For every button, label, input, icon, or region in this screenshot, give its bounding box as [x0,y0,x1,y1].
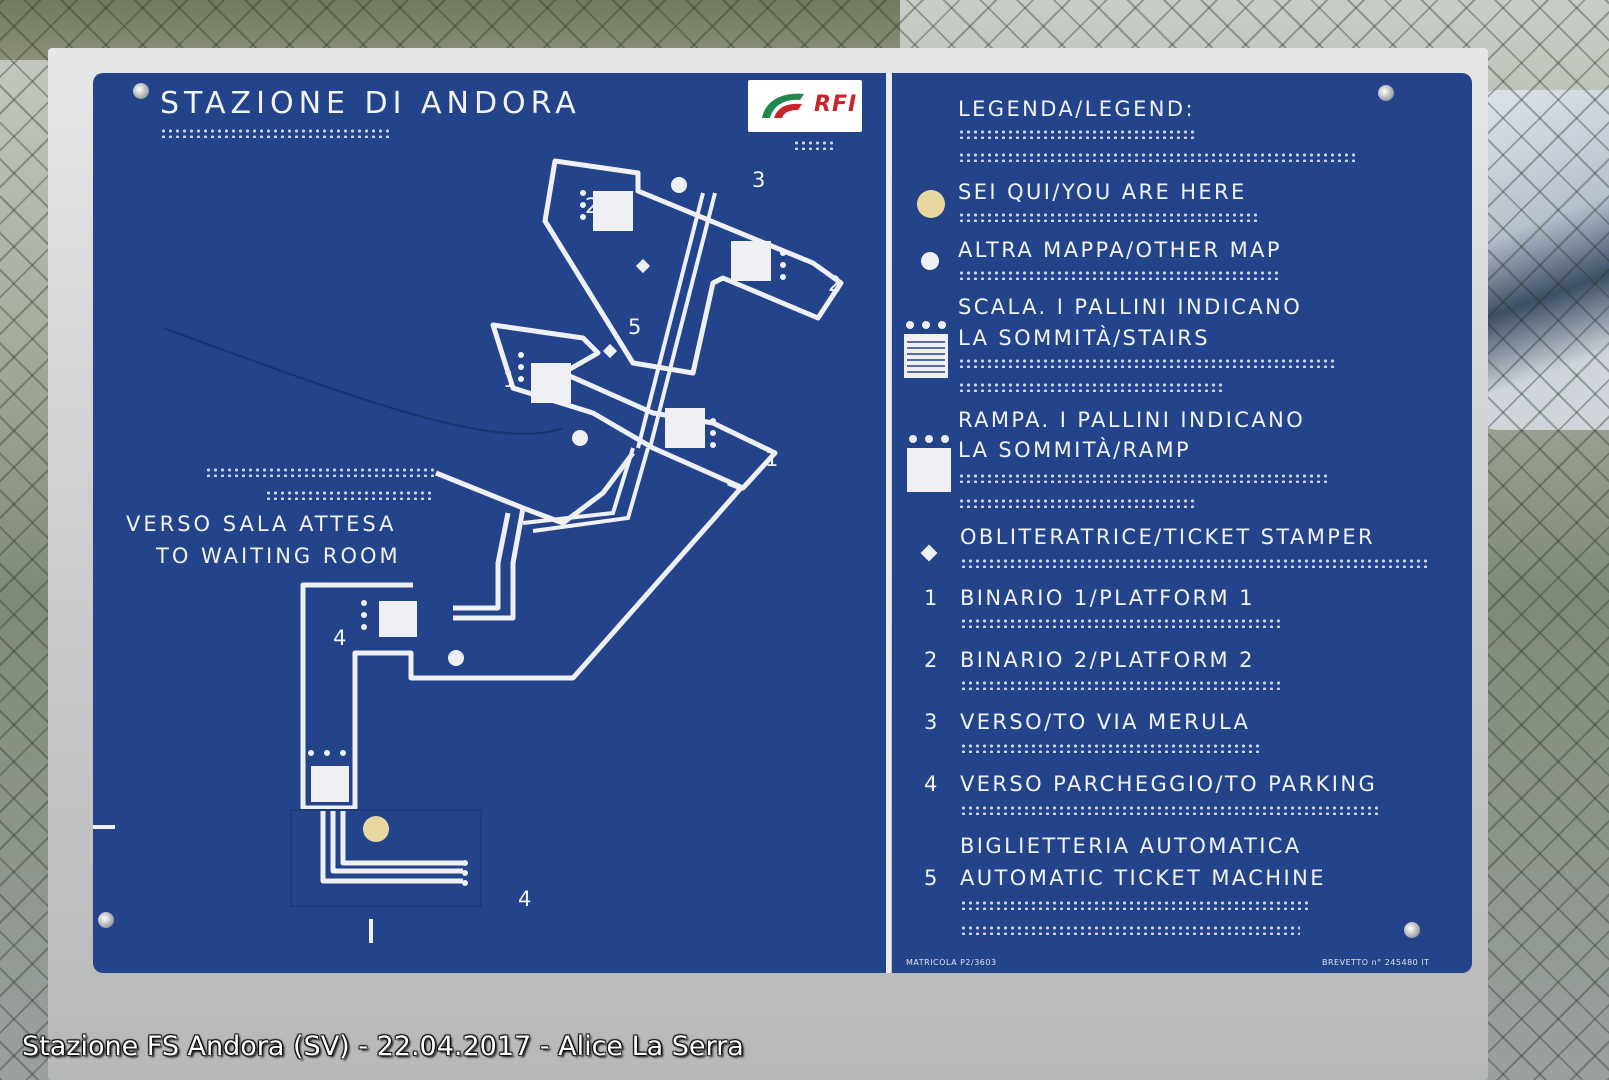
braille-legend [958,212,1258,222]
braille-legend [960,900,1310,910]
ramp-block [311,766,349,802]
underpass-path [453,507,526,621]
platform-outline-long [300,480,744,811]
brevetto-label: BREVETTO n° 245480 IT [1322,958,1430,967]
waiting-room-label-it: VERSO SALA ATTESA [126,512,397,536]
matricola-label: MATRICOLA P2/3603 [906,958,997,967]
braille-legend [960,743,1260,753]
map-number-4: 4 [518,887,535,911]
screw-icon [98,912,114,928]
tactile-station-map [93,158,844,943]
legend-ramp-line1: RAMPA. I PALLINI INDICANO [958,408,1306,432]
map-number-3: 3 [752,168,769,192]
legend-stairs-line2: LA SOMMITÀ/STAIRS [958,326,1210,350]
braille-label [265,490,435,500]
braille-title [160,128,390,138]
map-number-2: 2 [828,272,845,296]
diamond-icon [635,258,651,274]
legend-ticket-stamper: OBLITERATRICE/TICKET STAMPER [960,525,1375,549]
screw-icon [133,83,149,99]
waiting-room-label-en: TO WAITING ROOM [156,544,401,568]
braille-legend [958,129,1198,139]
lower-corridor [320,808,463,884]
braille-logo [793,140,833,150]
legend-ramp-line2: LA SOMMITÀ/RAMP [958,438,1192,462]
legend-number-5: 5 [924,866,940,890]
diamond-icon [602,343,618,359]
rfi-logo: RFI [748,80,862,132]
stairs-icon [904,321,948,378]
braille-legend [960,558,1430,568]
ramp-icon [907,435,951,492]
legend-heading: LEGENDA/LEGEND: [958,97,1195,121]
legend-stairs-line1: SCALA. I PALLINI INDICANO [958,295,1303,319]
legend-number-1: 1 [924,586,940,610]
map-number-2: 2 [585,194,602,218]
legend-platform-1: BINARIO 1/PLATFORM 1 [960,586,1255,610]
map-panel [93,73,888,973]
you-are-here-dot [363,816,389,842]
stairs-block [593,191,633,231]
braille-legend [958,498,1198,508]
map-number-1: 1 [765,447,782,471]
braille-legend [960,618,1280,628]
legend-platform-2: BINARIO 2/PLATFORM 2 [960,648,1255,672]
you-are-here-icon [917,190,945,218]
legend-other-map: ALTRA MAPPA/OTHER MAP [958,238,1282,262]
lower-corridor-3 [340,808,463,866]
underpass-path-2 [453,512,511,611]
map-number-4: 4 [333,626,350,650]
parked-cars [1469,90,1609,430]
braille-legend [958,152,1358,162]
braille-label [205,467,435,477]
legend-number-2: 2 [924,648,940,672]
logo-text: RFI [814,92,858,117]
ramp-block [665,408,705,448]
other-map-dot [572,430,588,446]
platform-2-outline [542,158,844,376]
legend-you-are-here: SEI QUI/YOU ARE HERE [958,180,1247,204]
stairs-block [531,363,571,403]
photo-caption: Stazione FS Andora (SV) - 22.04.2017 - A… [22,1031,744,1062]
legend-via-merula: VERSO/TO VIA MERULA [960,710,1251,734]
station-title: STAZIONE DI ANDORA [160,86,581,121]
map-number-5: 5 [628,315,645,339]
ramp-block [731,241,771,281]
lower-corridor-2 [330,808,463,874]
ramp-block [379,601,417,637]
legend-ticket-machine-en: AUTOMATIC TICKET MACHINE [960,866,1326,890]
platform-1-outline [490,322,778,491]
legend-parking: VERSO PARCHEGGIO/TO PARKING [960,772,1378,796]
braille-legend [960,680,1280,690]
legend-number-3: 3 [924,710,940,734]
braille-legend [958,358,1338,368]
other-map-dot [671,177,687,193]
other-map-icon [921,252,939,270]
fs-logo-icon [762,93,804,118]
panel-divider [886,73,891,973]
waiting-room-path [435,451,635,526]
legend-ticket-machine-it: BIGLIETTERIA AUTOMATICA [960,834,1302,858]
braille-legend [958,270,1278,280]
braille-legend [958,382,1223,392]
legend-number-4: 4 [924,772,940,796]
other-map-dot [448,650,464,666]
braille-legend [960,925,1300,935]
screw-icon [1404,922,1420,938]
legend-panel [892,73,1472,973]
screw-icon [1378,85,1394,101]
map-number-1: 1 [503,368,520,392]
braille-legend [960,805,1380,815]
braille-legend [958,473,1328,483]
